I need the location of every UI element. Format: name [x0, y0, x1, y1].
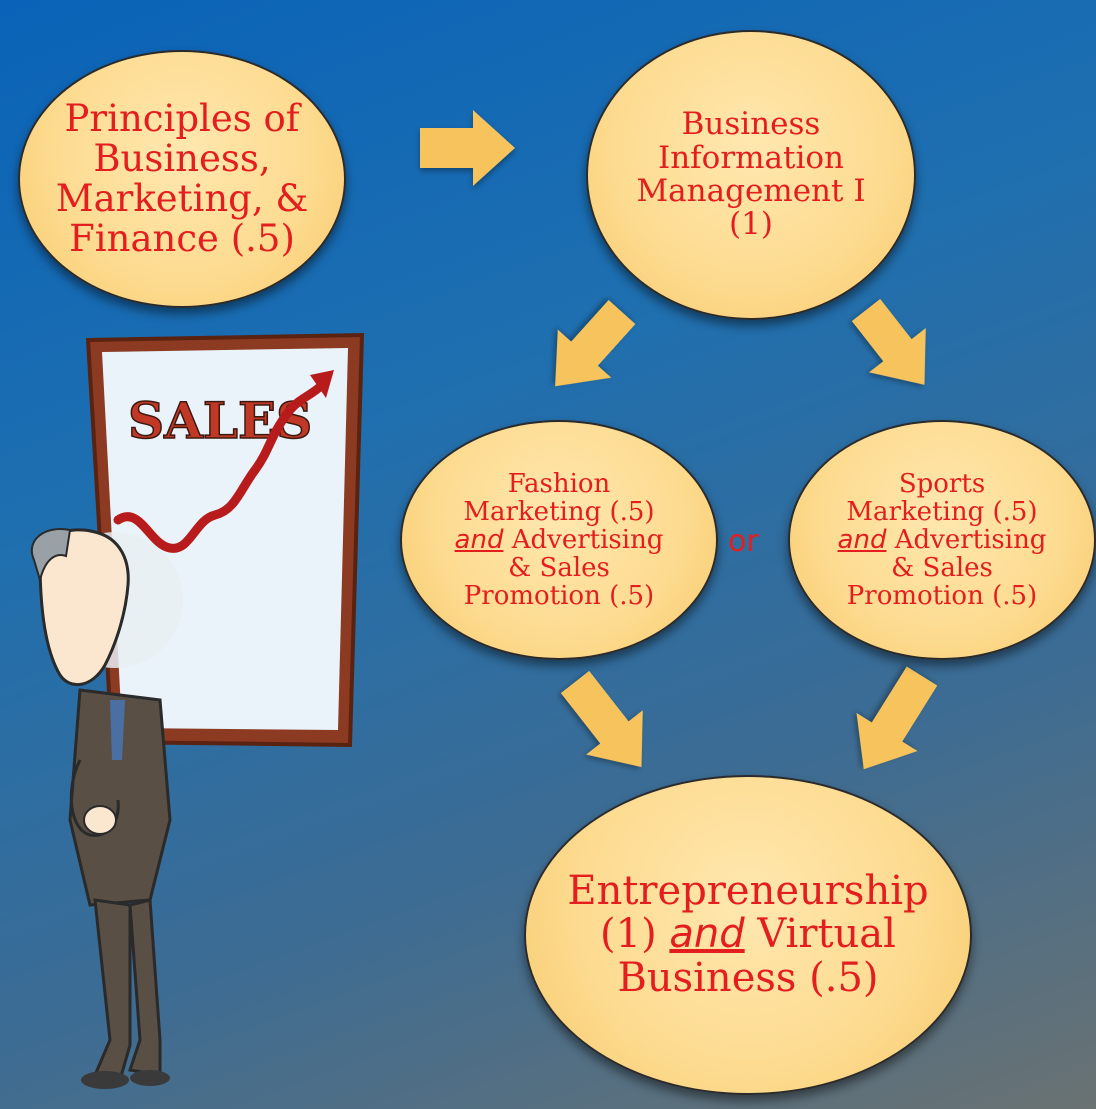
sports-line-1: Sports [898, 468, 986, 499]
principles-line-1: Principles of [64, 97, 300, 141]
arrow-bim-to-sports [851, 298, 926, 385]
node-business-information-management: Business Information Management I (1) [586, 30, 916, 320]
arrow-fashion-to-entre [560, 670, 643, 768]
businessman [31, 528, 183, 1089]
principles-line-3: Marketing, & [55, 177, 309, 220]
fashion-line-2: Marketing (.5) [463, 496, 655, 527]
entre-line-1: Entrepreneurship [567, 868, 929, 915]
sports-line-3: Advertising [894, 524, 1047, 555]
entre-line-2a: (1) [600, 911, 670, 958]
sports-and: and [837, 524, 887, 555]
entre-line-3: Business (.5) [617, 954, 879, 1001]
node-sports-marketing: Sports Marketing (.5) and Advertising & … [788, 420, 1096, 660]
fashion-line-5: Promotion (.5) [463, 581, 655, 612]
sports-line-4: & Sales [891, 553, 993, 584]
or-label: or [728, 524, 759, 559]
arrow-bim-to-fashion [555, 299, 636, 387]
arrow-sports-to-entre [856, 666, 938, 770]
arrow-principles-to-bim [420, 110, 515, 186]
entre-and: and [669, 911, 745, 958]
fashion-line-1: Fashion [507, 468, 611, 499]
node-fashion-marketing: Fashion Marketing (.5) and Advertising &… [400, 420, 718, 660]
sports-line-2: Marketing (.5) [846, 496, 1038, 527]
entre-line-2b: Virtual [757, 911, 896, 958]
bim-line-4: (1) [729, 206, 773, 243]
bim-line-2: Information [657, 139, 845, 176]
node-principles: Principles of Business, Marketing, & Fin… [18, 50, 346, 308]
sports-line-5: Promotion (.5) [846, 581, 1038, 612]
node-entrepreneurship: Entrepreneurship (1) and Virtual Busines… [524, 775, 972, 1095]
fashion-line-3: Advertising [511, 524, 664, 555]
principles-line-2: Business, [93, 137, 271, 181]
fashion-line-4: & Sales [508, 553, 610, 584]
principles-line-4: Finance (.5) [69, 216, 295, 260]
bim-line-1: Business [681, 106, 821, 143]
bim-line-3: Management I [636, 173, 866, 209]
fashion-and: and [454, 524, 504, 555]
